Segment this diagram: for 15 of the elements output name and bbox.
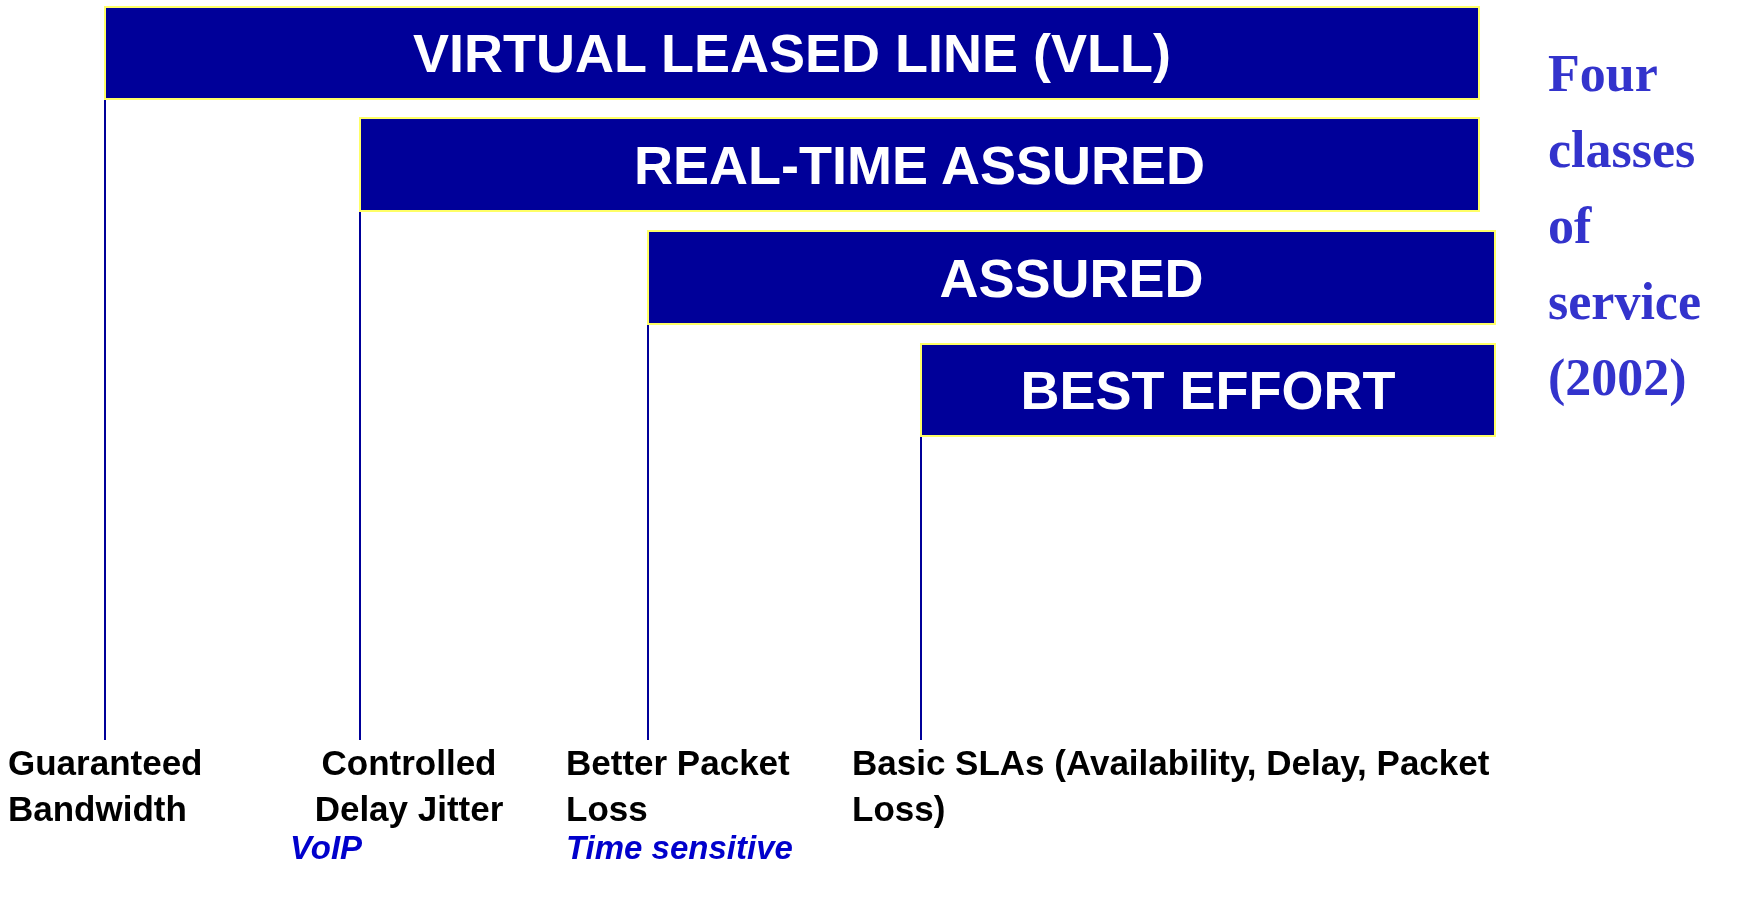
service-class-bar: BEST EFFORT [920,343,1496,437]
requirement-label: Basic SLAs (Availability, Delay, Packet Loss) [852,740,1532,831]
application-note: VoIP [289,831,364,866]
requirement-label: Guaranteed Bandwidth [8,740,258,831]
leader-line [920,436,922,741]
leader-line [359,211,361,741]
requirement-label: Controlled Delay Jitter [284,740,534,831]
application-note: Time sensitive [566,831,794,866]
leader-line [647,324,649,741]
service-class-bar: VIRTUAL LEASED LINE (VLL) [104,6,1480,100]
leader-line [104,99,106,741]
service-class-bar: REAL-TIME ASSURED [359,117,1480,212]
requirement-label: Better Packet Loss [566,740,836,831]
side-title: Four classes of service (2002) [1548,44,1702,408]
service-class-bar: ASSURED [647,230,1496,325]
